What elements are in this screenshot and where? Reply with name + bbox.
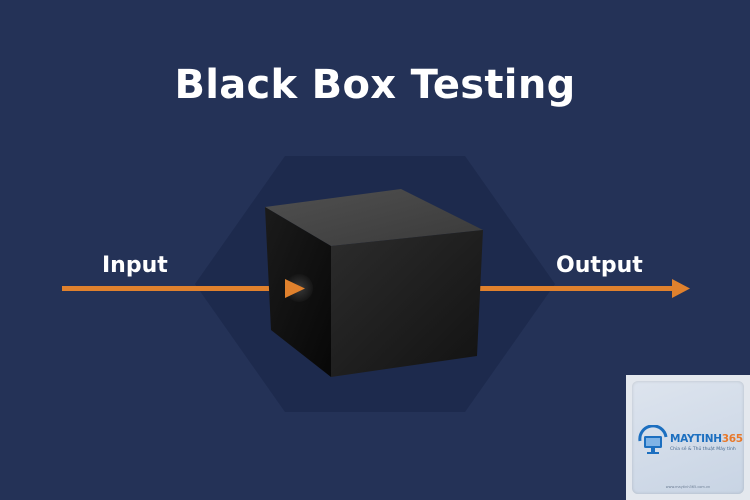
logo-tagline: Chia sẻ & Thủ thuật Máy tính	[670, 447, 736, 452]
computer-monitor-icon	[638, 425, 668, 454]
watermark-logo: MAYTINH365 Chia sẻ & Thủ thuật Máy tính …	[626, 375, 750, 500]
input-label: Input	[102, 253, 168, 278]
page-title: Black Box Testing	[174, 62, 576, 108]
logo-url: www.maytinh365.com.vn	[665, 485, 711, 489]
cube-top-face	[265, 189, 483, 246]
black-box-cube-icon	[265, 189, 483, 377]
cube-front-face	[331, 230, 483, 377]
logo-panel: MAYTINH365 Chia sẻ & Thủ thuật Máy tính …	[632, 381, 744, 494]
output-arrow	[475, 279, 690, 298]
input-arrowhead-icon	[285, 279, 305, 298]
output-label: Output	[556, 253, 643, 278]
logo-brand: MAYTINH365	[670, 433, 743, 445]
